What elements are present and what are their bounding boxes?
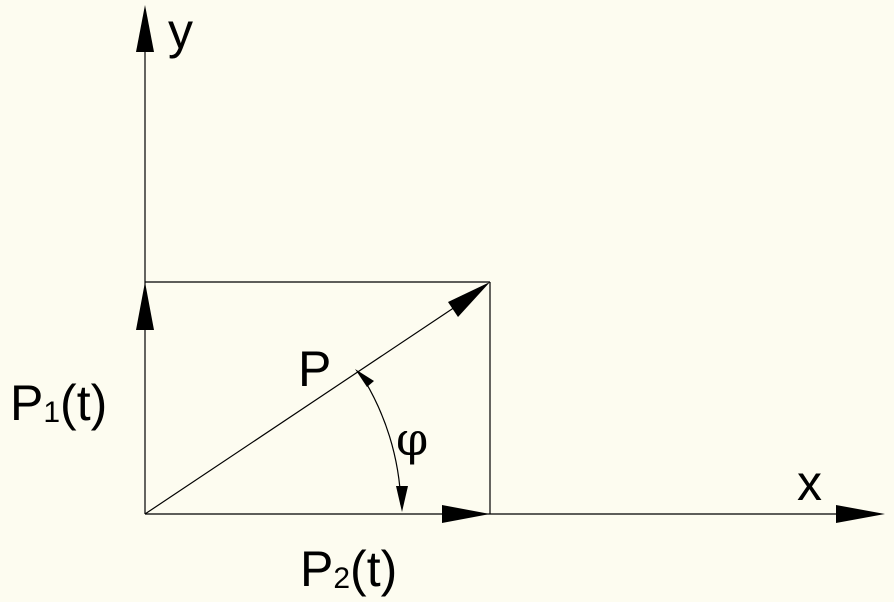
p2-arrowhead	[442, 505, 490, 523]
angle-arc-arrowhead-lower	[396, 486, 408, 512]
y-axis-arrowhead	[136, 5, 154, 52]
p1-label-subscript: 1	[43, 396, 60, 429]
x-axis-arrowhead	[836, 505, 885, 523]
x-axis-label: x	[797, 455, 822, 511]
p1-arrowhead	[136, 282, 154, 330]
p1-label-main: P	[10, 375, 43, 431]
vector-p-label: P	[298, 341, 331, 397]
p2-label-main: P	[300, 541, 333, 597]
p2-label-argument: (t)	[350, 541, 397, 597]
p1-label-argument: (t)	[60, 375, 107, 431]
angle-phi-label: φ	[396, 412, 428, 466]
vector-p-arrowhead	[448, 282, 490, 317]
angle-arc	[359, 372, 402, 506]
p2-label-subscript: 2	[333, 562, 350, 595]
p2-label: P2(t)	[300, 541, 397, 597]
p1-label: P1(t)	[10, 375, 107, 431]
vector-p-line	[144, 296, 471, 515]
y-axis-label: y	[168, 3, 193, 59]
angle-arc-arrowhead-upper	[355, 369, 374, 387]
